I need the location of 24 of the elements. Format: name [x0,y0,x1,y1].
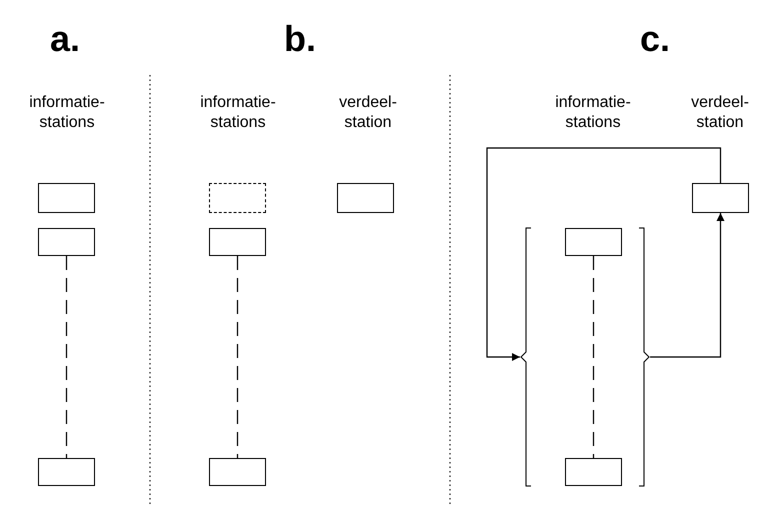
station-box [209,458,266,486]
connector-line [236,256,238,458]
panel-letter: b. [283,18,317,60]
dashed-box [209,183,266,213]
station-box [565,458,622,486]
panel-letter: a. [48,18,82,60]
station-box [38,183,95,213]
station-box [337,183,394,213]
column-heading: informatie- stations [554,93,632,133]
arrow [486,147,722,361]
column-heading: verdeel- station [690,93,750,133]
station-box [38,228,95,256]
column-heading: informatie- stations [28,93,106,133]
station-box [692,183,749,213]
station-box [38,458,95,486]
station-box [209,228,266,256]
connector-line [66,256,68,458]
bracket [520,226,650,488]
column-heading: informatie- stations [199,93,277,133]
panel-letter: c. [638,18,672,60]
connector-line [592,256,594,458]
column-heading: verdeel- station [338,93,398,133]
station-box [565,228,622,256]
arrow [650,213,724,358]
